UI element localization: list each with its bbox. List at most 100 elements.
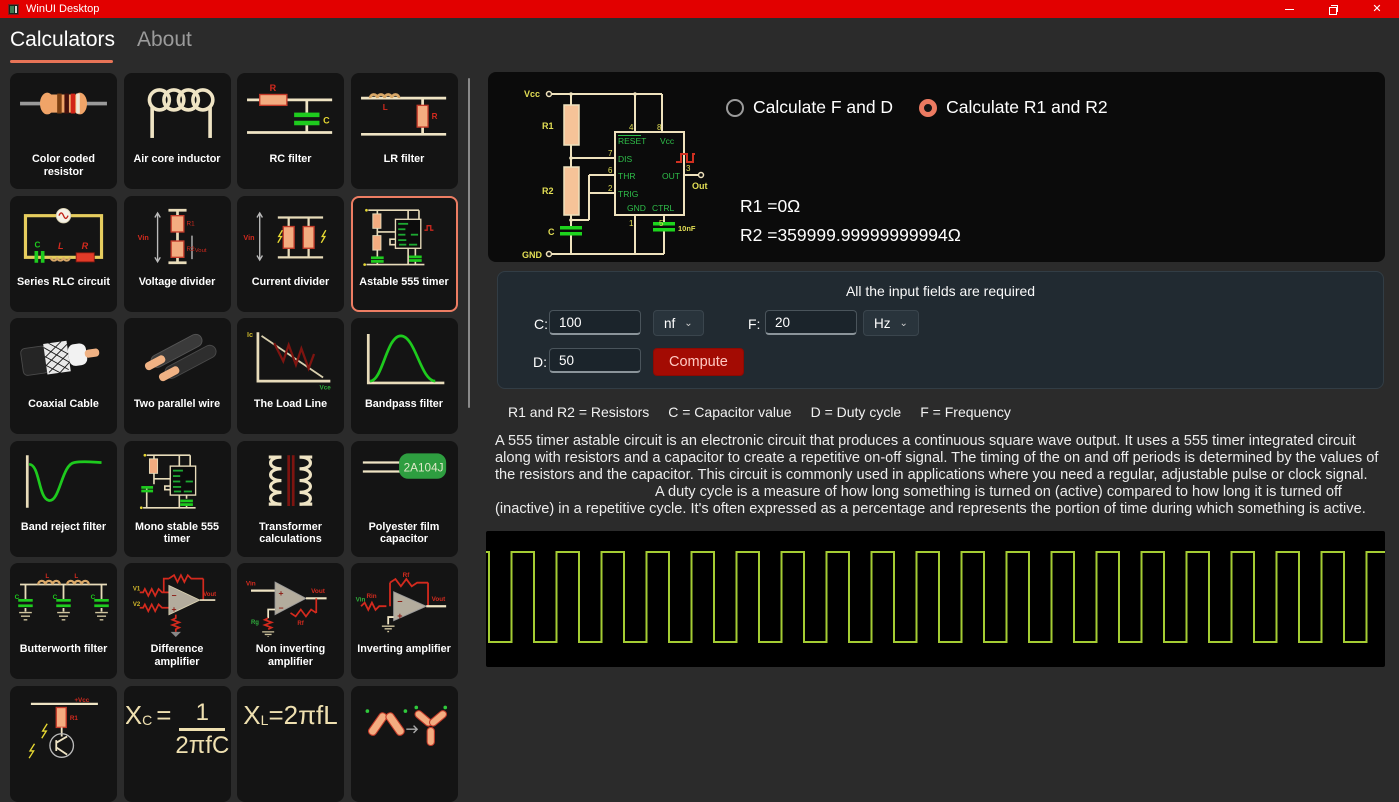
svg-text:Vin: Vin (246, 580, 256, 587)
svg-text:R: R (431, 112, 437, 121)
tile-label: Butterworth filter (19, 643, 108, 655)
tile-label: RC filter (269, 153, 312, 165)
close-icon: ✕ (1372, 2, 1382, 15)
restore-button[interactable] (1311, 0, 1355, 18)
tile-air-core-inductor[interactable]: Air core inductor (123, 73, 231, 189)
svg-text:−: − (278, 603, 283, 613)
description-part1: A 555 timer astable circuit is an electr… (495, 433, 1379, 483)
legend-capacitor: C = Capacitor value (668, 404, 792, 420)
chip-pin-dis: DIS (618, 154, 633, 164)
ctrl-cap-value: 10nF (678, 224, 696, 233)
chip-pin-ctrl: CTRL (652, 203, 674, 213)
grid-scrollbar[interactable] (468, 78, 470, 408)
tile-the-load-line[interactable]: Ic Vce The Load Line (237, 318, 344, 434)
svg-text:+: + (278, 588, 283, 598)
chevron-down-icon: ⌄ (899, 317, 908, 329)
tile-two-parallel-wire[interactable]: Two parallel wire (123, 318, 231, 434)
square-wave-trace (486, 551, 1385, 643)
title-bar: WinUI Desktop ✕ (0, 0, 1399, 18)
required-fields-note: All the input fields are required (845, 283, 1036, 299)
gnd-label: GND (522, 250, 543, 260)
f-unit-dropdown[interactable]: Hz ⌄ (863, 310, 919, 336)
butterworth-filter-icon: C C C L L (12, 565, 115, 637)
minimize-button[interactable] (1267, 0, 1311, 18)
chip-pin-vcc: Vcc (660, 136, 675, 146)
svg-text:C: C (91, 594, 96, 601)
out-label: Out (692, 181, 708, 191)
tile-astable-555-timer[interactable]: Astable 555 timer (350, 195, 458, 312)
tile-coaxial-cable[interactable]: Coaxial Cable (10, 318, 117, 434)
c-unit-dropdown[interactable]: nf ⌄ (653, 310, 704, 336)
description-spacer (495, 495, 655, 496)
mono-stable-555-timer-icon (126, 443, 229, 515)
tile-color-coded-resistor[interactable]: Color coded resistor (10, 73, 117, 189)
tab-calculators[interactable]: Calculators (10, 28, 116, 51)
tile-difference-amplifier[interactable]: − + V1 V2 Vout Difference amplifier (123, 563, 231, 679)
svg-text:L: L (58, 241, 64, 251)
c-unit-value: nf (664, 315, 676, 331)
band-reject-filter-icon (12, 443, 115, 515)
svg-text:Vout: Vout (311, 588, 326, 595)
tile-label: The Load Line (253, 398, 328, 410)
tile-bandpass-filter[interactable]: Bandpass filter (350, 318, 458, 434)
difference-amplifier-icon: − + V1 V2 Vout (126, 565, 229, 637)
f-unit-value: Hz (874, 315, 891, 331)
svg-text:Vout: Vout (203, 592, 216, 598)
legend-frequency: F = Frequency (920, 404, 1011, 420)
tile-delta-wye-conversion[interactable] (350, 685, 458, 802)
compute-button[interactable]: Compute (653, 348, 744, 376)
tile-label: LR filter (383, 153, 425, 165)
minimize-icon (1284, 8, 1294, 10)
tile-polyester-film-capacitor[interactable]: 2A104J Polyester film capacitor (350, 440, 458, 557)
tile-series-rlc-circuit[interactable]: C L R Series RLC circuit (10, 195, 117, 312)
description-text: A 555 timer astable circuit is an electr… (495, 433, 1392, 518)
f-input[interactable] (765, 310, 857, 335)
color-coded-resistor-icon (12, 75, 115, 147)
svg-text:R: R (270, 83, 277, 93)
r1-label: R1 (542, 121, 554, 131)
coaxial-cable-icon (12, 320, 115, 392)
tile-inverting-amplifier[interactable]: − + Vin Rin Rf Vout Inverting amplifier (350, 563, 458, 679)
tile-current-divider[interactable]: Vin Current divider (237, 195, 344, 312)
lr-filter-icon: L R (353, 75, 456, 147)
radio-calculate-f-and-d[interactable]: Calculate F and D (726, 97, 893, 118)
two-parallel-wire-icon (126, 320, 229, 392)
svg-text:Rg: Rg (251, 620, 259, 626)
input-form-panel: All the input fields are required C: nf … (497, 271, 1384, 389)
tile-label: Mono stable 555 timer (135, 520, 219, 546)
calculator-grid: Color coded resistor Air core inductor R… (10, 73, 460, 802)
svg-text:C: C (323, 115, 330, 125)
tile-transformer-calculations[interactable]: Transformer calculations (237, 440, 344, 557)
tile-mono-stable-555-timer[interactable]: Mono stable 555 timer (123, 440, 231, 557)
d-field-label: D: (533, 354, 547, 370)
svg-text:Vin: Vin (243, 233, 254, 242)
svg-text:Vce: Vce (319, 384, 331, 391)
svg-text:V2: V2 (132, 602, 140, 608)
tile-non-inverting-amplifier[interactable]: + − Vin Vout Rf Rg Non inverting amplifi… (237, 563, 344, 679)
tile-band-reject-filter[interactable]: Band reject filter (10, 440, 117, 557)
r2-label: R2 (542, 186, 554, 196)
close-button[interactable]: ✕ (1355, 0, 1399, 18)
svg-text:2A104J: 2A104J (403, 461, 443, 474)
f-field-label: F: (748, 316, 761, 332)
radio-label: Calculate R1 and R2 (946, 97, 1108, 117)
nav-bar: Calculators About (0, 18, 1399, 72)
tile-rc-filter[interactable]: R C RC filter (237, 73, 344, 189)
d-input[interactable] (549, 348, 641, 373)
c-input[interactable] (549, 310, 641, 335)
series-rlc-circuit-icon: C L R (12, 198, 115, 270)
tile-butterworth-filter[interactable]: C C C L L Butterworth filter (10, 563, 117, 679)
tab-about[interactable]: About (137, 28, 192, 51)
tile-voltage-divider[interactable]: Vin R1 R2 Vout Voltage divider (123, 195, 231, 312)
legend-duty-cycle: D = Duty cycle (810, 404, 902, 420)
tile-lr-filter[interactable]: L R LR filter (350, 73, 458, 189)
tile-label: Two parallel wire (133, 398, 221, 410)
c-field-label: C: (534, 316, 548, 332)
svg-text:−: − (171, 590, 176, 600)
tile-transistor-bias[interactable]: +Vcc R1 (10, 685, 117, 802)
radio-calculate-r1-and-r2[interactable]: Calculate R1 and R2 (919, 97, 1108, 118)
